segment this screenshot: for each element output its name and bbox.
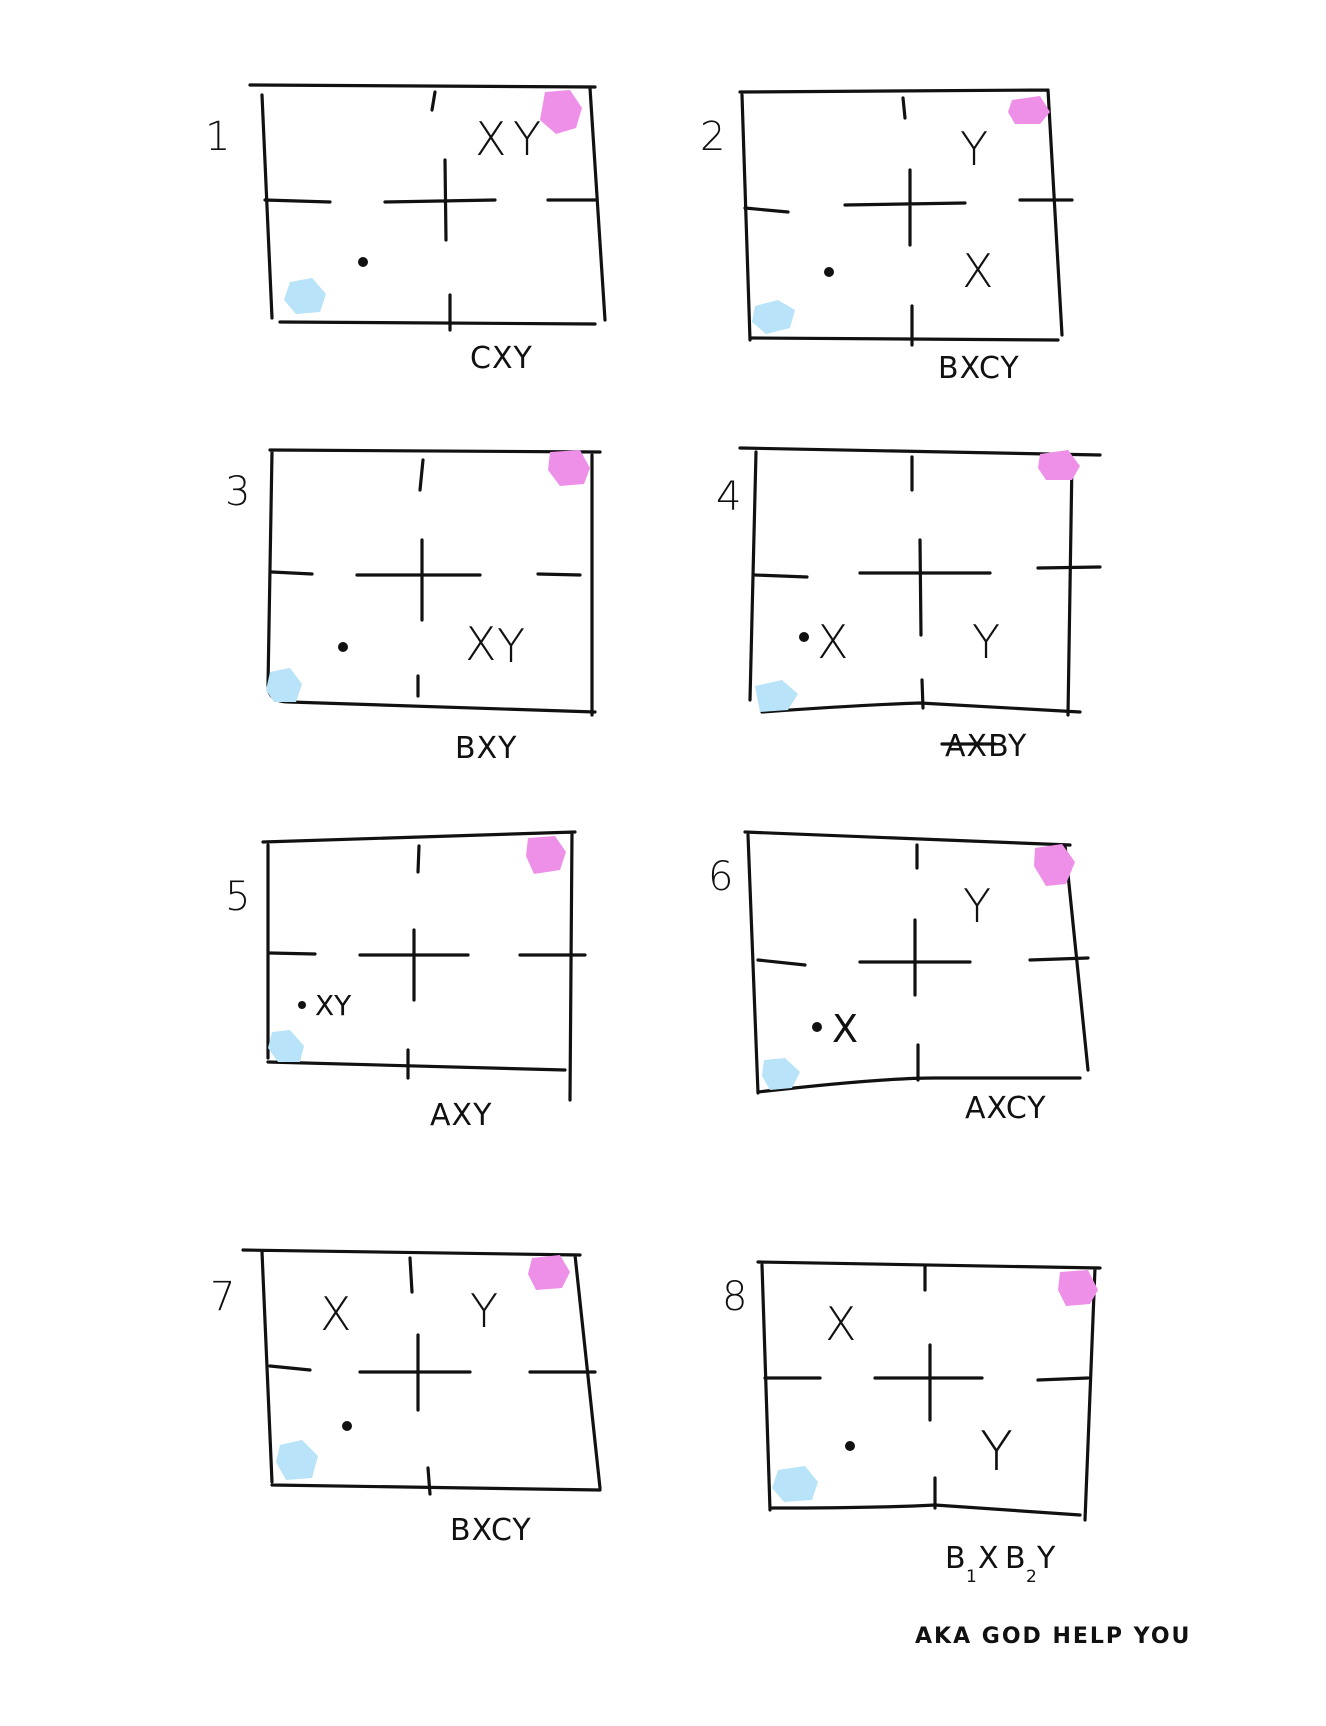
panel-7-frame	[241, 1248, 602, 1492]
panel-2-mark-x: X	[962, 244, 994, 298]
panel-1-mark-y: Y	[513, 112, 541, 166]
panel-5-mark-xy: XY	[315, 989, 352, 1022]
panel-8-caption-sub-1: 1	[966, 1567, 977, 1587]
panel-1-center-dot	[358, 257, 368, 267]
panel-1-caption: CXY	[470, 341, 533, 376]
panel-2-number: 2	[700, 114, 725, 160]
panel-5-number: 5	[225, 874, 250, 920]
panel-8-caption-y: Y	[1036, 1541, 1056, 1576]
panel-3-crosshair	[270, 458, 582, 698]
panel-1: 1 X Y CXY	[205, 83, 607, 376]
panel-2-caption: BXCY	[938, 351, 1020, 386]
panel-8-mark-y: Y	[980, 1420, 1013, 1483]
panel-4-crosshair	[753, 455, 1102, 710]
panel-1-crosshair	[263, 90, 597, 332]
panel-4-caption: AXBY	[945, 729, 1027, 764]
panel-4-mark-x: X	[817, 615, 849, 669]
panel-6-mark-x: X	[832, 1007, 858, 1051]
panel-4-blue-patch	[755, 680, 798, 712]
panel-3-mark-y: Y	[497, 619, 525, 673]
panel-5-crosshair	[268, 844, 587, 1080]
panel-4-mark-y: Y	[972, 615, 1000, 669]
panel-6: 6 Y X AXCY	[708, 830, 1090, 1126]
panel-8-number: 8	[722, 1274, 747, 1320]
panel-8-center-dot	[845, 1441, 855, 1451]
panel-1-blue-patch	[284, 278, 326, 314]
panel-5-caption: AXY	[430, 1098, 492, 1133]
panel-1-mark-x: X	[475, 112, 507, 166]
panel-7-pink-patch	[528, 1255, 570, 1290]
panel-5: 5 XY AXY	[225, 830, 587, 1133]
panel-2-mark-y: Y	[960, 122, 988, 176]
panel-6-pink-patch	[1034, 844, 1075, 886]
panel-8-pink-patch	[1058, 1270, 1098, 1306]
panel-3-blue-patch	[266, 668, 302, 702]
panel-6-number: 6	[708, 854, 733, 900]
panel-4-pink-patch	[1038, 450, 1080, 480]
panel-6-caption: AXCY	[965, 1091, 1047, 1126]
panel-2: 2 Y X BXCY	[700, 88, 1074, 386]
panel-7-blue-patch	[276, 1440, 318, 1480]
panel-7-center-dot	[342, 1421, 352, 1431]
panel-1-number: 1	[205, 114, 230, 160]
panel-8-mark-x: X	[825, 1297, 857, 1351]
panel-8-caption-b2: B	[1005, 1541, 1027, 1576]
footnote: AKA GOD HELP YOU	[915, 1624, 1191, 1649]
panel-7: 7 X Y BXCY	[210, 1248, 602, 1548]
panel-7-mark-x: X	[320, 1287, 352, 1341]
panel-8-caption-x: X	[978, 1541, 1000, 1576]
panel-1-pink-patch	[540, 90, 582, 134]
panel-8-crosshair	[763, 1263, 1090, 1510]
panel-2-frame	[738, 88, 1064, 342]
panel-8-caption-b: B	[945, 1541, 967, 1576]
panel-6-mark-y: Y	[963, 879, 991, 933]
panel-4: 4 X Y AXBY	[716, 446, 1102, 764]
panel-7-mark-y: Y	[470, 1284, 498, 1338]
panel-3: 3 X Y BXY	[225, 448, 602, 766]
panel-3-number: 3	[225, 469, 250, 515]
panel-5-blue-patch	[268, 1030, 304, 1062]
panel-8-caption: B 1 X B 2 Y	[945, 1541, 1056, 1587]
panel-8-caption-sub-2: 2	[1026, 1567, 1037, 1587]
panel-7-crosshair	[268, 1256, 597, 1496]
panel-6-frame	[743, 830, 1090, 1095]
panel-4-center-dot	[799, 632, 809, 642]
panel-2-crosshair	[743, 96, 1074, 347]
panel-4-frame	[738, 446, 1102, 717]
panel-3-mark-x: X	[465, 617, 497, 671]
panel-8: 8 X Y B 1 X B 2 Y	[722, 1260, 1102, 1587]
panel-5-pink-patch	[526, 836, 566, 874]
panel-8-blue-patch	[772, 1466, 818, 1502]
panel-5-center-dot	[298, 1001, 306, 1009]
panel-3-pink-patch	[548, 450, 590, 486]
panel-7-caption: BXCY	[450, 1513, 532, 1548]
panel-6-blue-patch	[762, 1058, 800, 1090]
panel-2-pink-patch	[1008, 96, 1050, 124]
panel-1-frame	[248, 83, 607, 326]
panel-6-center-dot	[812, 1022, 822, 1032]
panel-8-frame	[756, 1260, 1102, 1522]
panel-2-blue-patch	[752, 300, 795, 334]
panel-6-crosshair	[756, 843, 1090, 1082]
panel-3-caption: BXY	[455, 731, 517, 766]
panel-2-center-dot	[824, 267, 834, 277]
panel-3-frame	[266, 448, 602, 717]
panel-3-center-dot	[338, 642, 348, 652]
panel-5-frame	[261, 830, 577, 1102]
panel-4-number: 4	[716, 474, 741, 520]
panel-7-number: 7	[210, 1274, 235, 1320]
